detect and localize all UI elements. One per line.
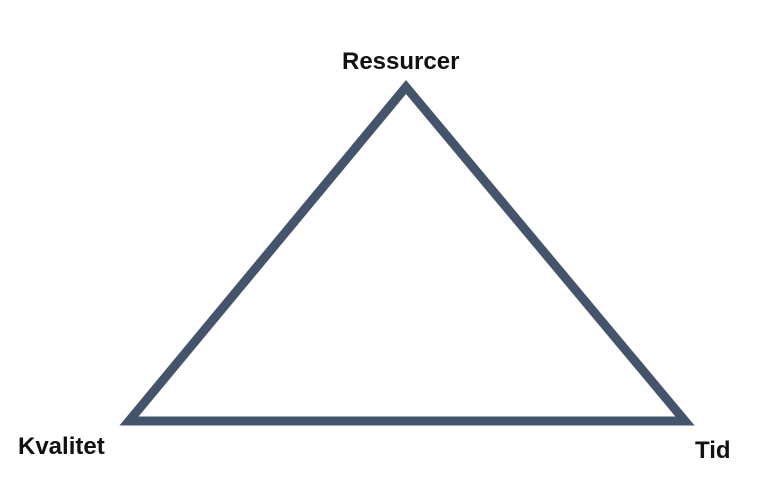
triangle-outline [119, 79, 695, 426]
vertex-label-bottom-right: Tid [695, 437, 731, 464]
vertex-label-top: Ressurcer [342, 48, 460, 75]
vertex-label-bottom-left: Kvalitet [18, 433, 105, 460]
